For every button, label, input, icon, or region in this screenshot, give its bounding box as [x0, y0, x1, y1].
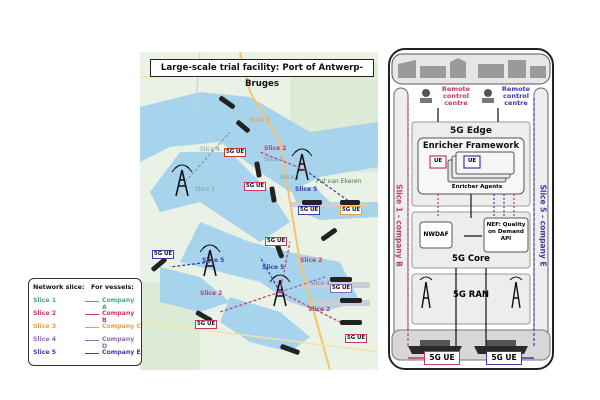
enricher-agents-label: Enricher Agents [451, 184, 503, 190]
tower-icon [198, 244, 222, 278]
ran-label: 5G RAN [452, 290, 490, 300]
slice-label: Slice 1 [195, 186, 215, 193]
slice-label: Slice 4 [310, 280, 330, 287]
legend-line [85, 353, 99, 354]
slice-label: Slice 5 [262, 264, 285, 271]
legend-row: Slice 4 Company D [29, 335, 141, 350]
side-label-left: Slice 1 - company B [394, 184, 404, 267]
ue-label: 5G UE [330, 284, 353, 293]
ue-label: 5G UE [224, 148, 247, 157]
enricher-framework-label: Enricher Framework [422, 141, 520, 151]
architecture-frame [388, 48, 554, 370]
legend: Network slice: For vessels: Slice 1 Comp… [28, 278, 142, 366]
legend-row: Slice 2 Company B [29, 309, 141, 324]
legend-row: Slice 3 Company C [29, 322, 141, 333]
ue-left-label: 5G UE [424, 351, 460, 365]
legend-header-slice: Network slice: [33, 283, 85, 291]
ship-icon [340, 200, 360, 205]
legend-slice: Slice 1 [33, 297, 57, 304]
architecture-diagram: Remote control centre Remote control cen… [386, 46, 556, 372]
slice-label: Slice 1 [280, 174, 300, 181]
ship-icon [340, 320, 362, 325]
slice-links [169, 131, 351, 323]
remote-control-centre-right: Remote control centre [501, 85, 531, 107]
legend-line [85, 327, 99, 328]
legend-line [85, 314, 99, 315]
legend-slice: Slice 3 [33, 323, 57, 330]
ship-icon [330, 277, 352, 282]
slice-label: Slice 4 [200, 146, 220, 153]
place-label: Put van Ekeren [316, 178, 362, 185]
legend-company: Company D [102, 336, 135, 350]
legend-company: Company E [102, 349, 141, 356]
legend-company: Company A [102, 297, 135, 311]
ship-icon [340, 298, 362, 303]
slice-label: Slice 2 [264, 145, 287, 152]
ship-icon [302, 200, 322, 205]
map-svg [140, 52, 378, 370]
ue-label: 5G UE [340, 206, 363, 215]
legend-slice: Slice 4 [33, 336, 57, 343]
ue-label: 5G UE [244, 182, 267, 191]
legend-line [85, 340, 99, 341]
legend-slice: Slice 5 [33, 349, 57, 356]
side-label-right: Slice 5 - company E [538, 184, 548, 267]
edge-label: 5G Edge [450, 126, 492, 136]
ue-label: 5G UE [195, 320, 218, 329]
tower-icon [268, 274, 292, 308]
slice-label: Slice 5 [202, 257, 225, 264]
map-title: Large-scale trial facility: Port of Antw… [150, 59, 374, 89]
legend-company: Company B [102, 310, 135, 324]
ue-label: 5G UE [152, 250, 175, 259]
ue-chip-label: UE [433, 158, 443, 164]
legend-line [85, 301, 99, 302]
slice-label: Slice 3 [250, 117, 270, 124]
ue-label: 5G UE [265, 237, 288, 246]
slice-label: Slice 5 [295, 186, 318, 193]
nwdaf-label: NWDAF [423, 231, 449, 238]
remote-control-centre-left: Remote control centre [441, 85, 471, 107]
legend-row: Slice 1 Company A [29, 296, 141, 311]
nef-label: NEF: Quality on Demand API [486, 222, 526, 242]
ue-chip-label: UE [467, 158, 477, 164]
port-map: 5G UE 5G UE 5G UE 5G UE 5G UE 5G UE 5G U… [140, 52, 378, 370]
ue-label: 5G UE [345, 334, 368, 343]
tower-icon [170, 164, 194, 198]
core-label: 5G Core [452, 254, 490, 264]
slice-label: Slice 2 [300, 257, 323, 264]
ue-right-label: 5G UE [486, 351, 522, 365]
slice-label: Slice 2 [200, 290, 223, 297]
legend-company: Company C [102, 323, 141, 330]
legend-header-vessel: For vessels: [91, 283, 134, 291]
slice-label: Slice 2 [308, 306, 331, 313]
legend-slice: Slice 2 [33, 310, 57, 317]
legend-row: Slice 5 Company E [29, 348, 141, 359]
ue-label: 5G UE [298, 206, 321, 215]
slice-label: Slice 1 [264, 156, 284, 163]
